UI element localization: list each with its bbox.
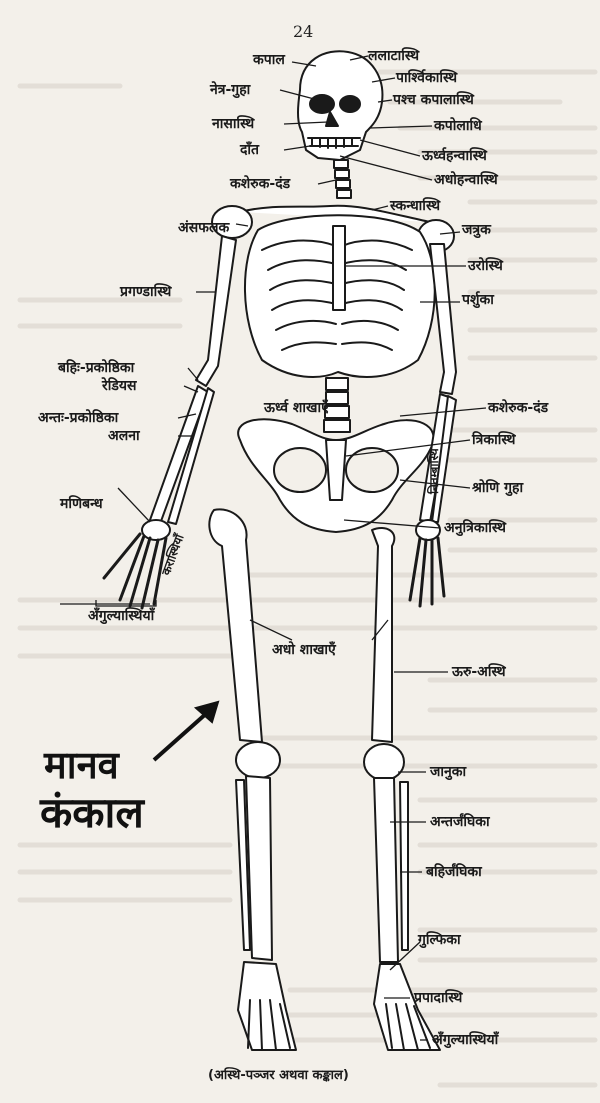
- label-adhohanvasthi: अधोहन्वास्थि: [434, 172, 498, 188]
- label-uru-asthi: ऊरु-अस्थि: [452, 664, 506, 680]
- title-kankal: कंकाल: [40, 788, 144, 837]
- label-kasheruka-dand-top: कशेरुक-दंड: [230, 176, 291, 192]
- label-kapoladhi: कपोलाधि: [434, 118, 482, 134]
- page-number: 24: [293, 22, 314, 41]
- foot-left: [237, 961, 297, 1051]
- label-lalatasthi: ललाटास्थि: [368, 48, 420, 64]
- label-januka: जानुका: [430, 764, 467, 780]
- label-nasasthi: नासास्थि: [212, 116, 255, 132]
- label-bahiprakoshthika: बहिः-प्रकोष्ठिका: [58, 360, 135, 376]
- label-urosthi: उरोस्थि: [468, 258, 503, 274]
- label-pragandasthi: प्रगण्डास्थि: [120, 284, 172, 300]
- label-ansaphalak: अंसफलक: [178, 220, 230, 236]
- label-urdhva-shakhayen: ऊर्ध्व शाखाएँ: [264, 400, 329, 416]
- title-manav: मानव: [44, 743, 119, 787]
- label-prapadasthi: प्रपादास्थि: [414, 990, 463, 1006]
- label-angulyasthiyan-hand: अँगुल्यास्थियाँ: [88, 608, 155, 624]
- label-bahirjanghika: बहिर्जंघिका: [426, 864, 482, 880]
- label-alna: अलना: [108, 428, 140, 444]
- label-kapal: कपाल: [253, 52, 285, 68]
- label-manibandh: मणिबन्ध: [60, 496, 103, 512]
- label-parshuka: पर्शुका: [462, 292, 494, 308]
- label-urdhvahanvasthi: ऊर्ध्वहन्वास्थि: [422, 148, 487, 164]
- label-anutrikasthi: अनुत्रिकास्थि: [444, 520, 506, 536]
- label-gulfika: गुल्फिका: [418, 932, 461, 948]
- label-pashchkapalasthi: पश्च कपालास्थि: [393, 92, 474, 108]
- arrow-icon: [152, 700, 220, 762]
- label-jatruk: जत्रुक: [462, 222, 491, 238]
- label-trikasthi: त्रिकास्थि: [472, 432, 516, 448]
- label-dant: दाँत: [240, 142, 260, 158]
- femur-right: [371, 527, 396, 743]
- label-parshvakasthi: पार्श्विकास्थि: [396, 70, 458, 86]
- figure-caption: (अस्थि-पञ्जर अथवा कङ्काल): [208, 1068, 349, 1083]
- label-antahprakoshthika: अन्तः-प्रकोष्ठिका: [38, 410, 119, 426]
- tibia-left: [245, 775, 273, 961]
- label-radius: रेडियस: [102, 378, 137, 394]
- label-adho-shakhayen: अधो शाखाएँ: [272, 642, 336, 658]
- label-shronighuha: श्रोणि गुहा: [472, 480, 524, 496]
- label-nitambasthi: नितम्बास्थि: [427, 448, 441, 494]
- femur-left: [208, 508, 263, 743]
- humerus-left: [195, 235, 237, 387]
- label-netraguha: नेत्र-गुहा: [210, 82, 251, 98]
- label-kasheruka-dand-right: कशेरुक-दंड: [488, 400, 549, 416]
- label-angulyasthiyan-foot: अँगुल्यास्थियाँ: [432, 1032, 499, 1048]
- label-skandhasthi: स्कन्धास्थि: [390, 198, 441, 214]
- humerus-right: [429, 243, 457, 395]
- label-antarjanghika: अन्तर्जंघिका: [430, 814, 490, 830]
- tibia-right: [373, 777, 399, 963]
